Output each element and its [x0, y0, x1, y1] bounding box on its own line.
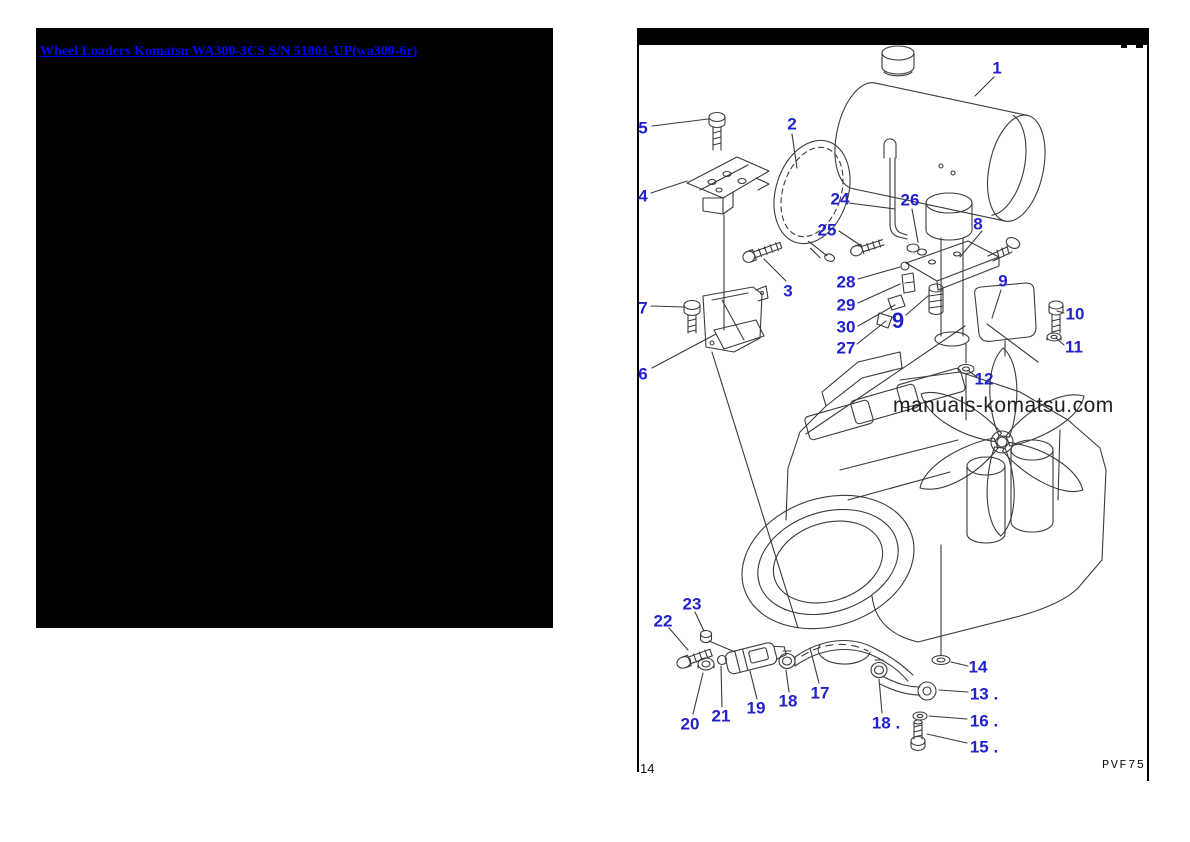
bolt-3	[742, 241, 783, 263]
washer-16	[912, 711, 928, 721]
tick-mark	[1121, 45, 1127, 48]
figure-code: PVF75	[1102, 758, 1146, 772]
tick-mark	[1136, 45, 1143, 48]
hose-lower	[879, 676, 921, 696]
leader-lines	[650, 76, 1065, 744]
bolt-5	[708, 111, 726, 151]
fitting	[906, 243, 920, 253]
bolt-22	[676, 648, 713, 669]
drain-tube	[883, 138, 908, 240]
plug-20	[697, 657, 715, 671]
bolt-7	[683, 299, 701, 334]
exploded-view-drawing	[650, 45, 1107, 752]
exhaust-downpipe	[925, 192, 973, 347]
muffler-inlet-stub	[881, 45, 915, 77]
banjo-13	[917, 681, 937, 701]
bolt-25	[850, 239, 885, 257]
cooling-fan	[919, 347, 1085, 537]
washer-14	[931, 654, 951, 666]
diagram-top-bar	[637, 28, 1149, 48]
clamp-small	[887, 294, 906, 311]
diagram-right-border	[1147, 45, 1149, 781]
sensor-19	[724, 642, 787, 675]
bolt-8	[987, 237, 1021, 262]
oring-21	[716, 654, 728, 666]
bracket-lower	[702, 285, 769, 353]
bracket-upper	[686, 156, 770, 215]
hose-clamp-18b	[870, 659, 888, 679]
left-black-panel: Wheel Loaders Komatsu WA300-3CS S/N 5100…	[36, 28, 553, 628]
nut-11	[1046, 332, 1062, 342]
page-number: 14	[640, 761, 655, 776]
mounting-plate	[905, 240, 1000, 291]
bracket-small	[901, 272, 916, 294]
bolt-15	[910, 719, 926, 752]
catalog-link[interactable]: Wheel Loaders Komatsu WA300-3CS S/N 5100…	[40, 44, 418, 59]
clip-small	[876, 312, 893, 329]
hose-clamp-18a	[778, 650, 796, 670]
fitting	[916, 248, 928, 256]
bolt-10	[1048, 300, 1064, 334]
guide-line	[708, 640, 736, 653]
nut-23	[699, 629, 713, 643]
hose-17	[794, 639, 914, 682]
engine-block	[741, 351, 1107, 665]
muffler	[834, 82, 1046, 222]
fan-spacer-plate	[974, 282, 1037, 357]
guide-line	[711, 323, 1039, 629]
exhaust-clamp	[773, 139, 851, 262]
diagram-left-border	[637, 45, 639, 772]
watermark: manuals-komatsu.com	[893, 394, 1114, 417]
fitting	[900, 261, 910, 271]
